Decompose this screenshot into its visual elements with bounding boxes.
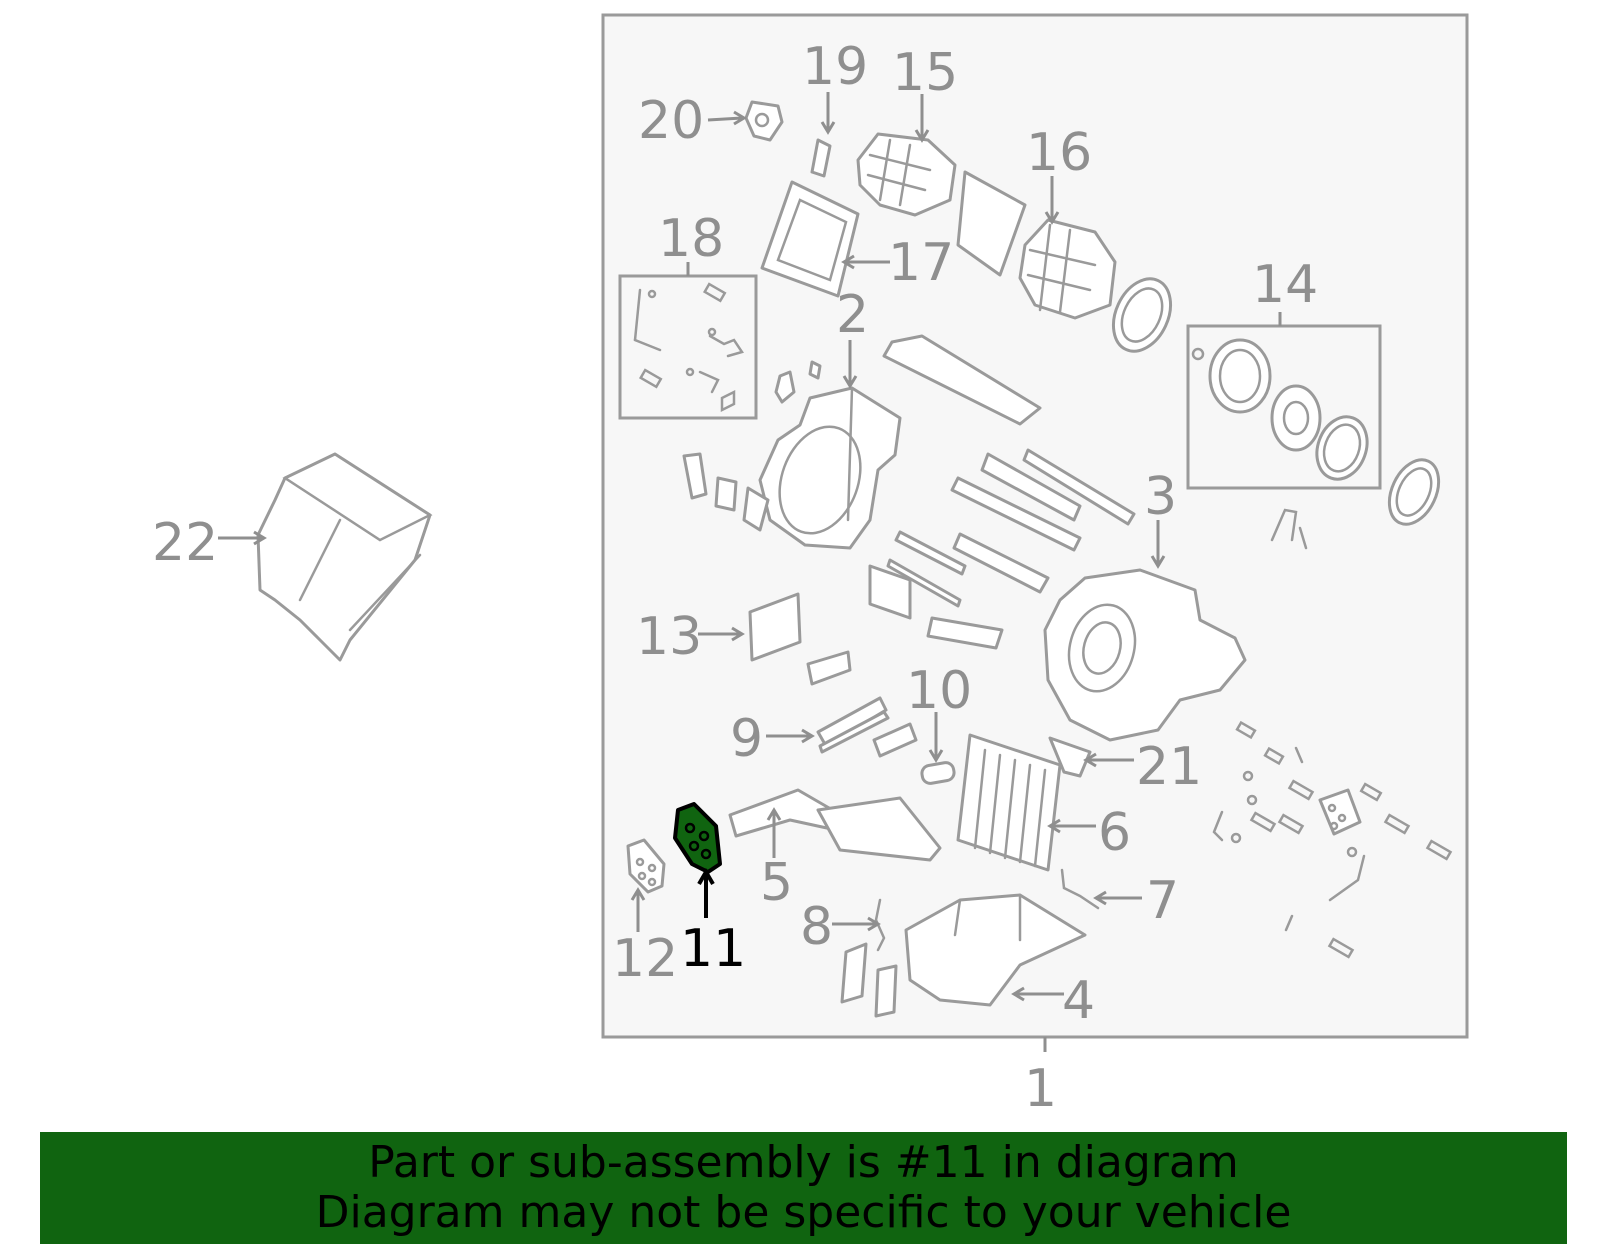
part-2-housing[interactable]	[758, 386, 902, 550]
callout-4[interactable]: 4	[1062, 971, 1095, 1031]
callout-6[interactable]: 6	[1098, 803, 1131, 863]
callout-2[interactable]: 2	[836, 285, 869, 345]
part-22-duct[interactable]	[256, 452, 433, 662]
callout-22[interactable]: 22	[152, 513, 218, 573]
part-8[interactable]	[840, 898, 898, 1018]
part-3-housing[interactable]	[1043, 568, 1247, 742]
banner-line-2: Diagram may not be specific to your vehi…	[315, 1187, 1292, 1238]
part-bracket-a[interactable]	[682, 452, 708, 500]
part-door-strips[interactable]	[980, 452, 1082, 522]
kit-18-parts[interactable]	[633, 282, 744, 413]
callout-15[interactable]: 15	[892, 43, 958, 103]
hardware-fasteners[interactable]	[1212, 720, 1453, 959]
callout-17[interactable]: 17	[888, 233, 954, 293]
part-4-case[interactable]	[904, 893, 1087, 1007]
part-small-cover[interactable]	[806, 650, 852, 686]
callout-3[interactable]: 3	[1144, 467, 1177, 527]
kit-box-14	[1186, 324, 1382, 490]
callout-8[interactable]: 8	[800, 897, 833, 957]
part-11-highlighted[interactable]	[673, 802, 722, 874]
callout-9[interactable]: 9	[730, 709, 763, 769]
part-6-heater-core[interactable]	[956, 733, 1062, 872]
callout-19[interactable]: 19	[802, 37, 868, 97]
callout-5[interactable]: 5	[760, 853, 793, 913]
part-ring-a[interactable]	[1102, 270, 1181, 361]
callout-12[interactable]: 12	[612, 929, 678, 989]
callout-14[interactable]: 14	[1252, 255, 1318, 315]
callout-16[interactable]: 16	[1026, 123, 1092, 183]
part-small-bracket[interactable]	[774, 370, 796, 404]
callout-arrow-11	[697, 868, 715, 918]
callout-18[interactable]: 18	[658, 209, 724, 269]
callout-arrows	[218, 92, 1166, 1002]
callout-20[interactable]: 20	[638, 91, 704, 151]
part-7[interactable]	[1060, 868, 1100, 910]
callout-labels: 1 2 3 4 5 6 7 8 9 10 11 12 13 14 15 16 1…	[152, 37, 1318, 1119]
part-12[interactable]	[626, 838, 666, 894]
callout-10[interactable]: 10	[906, 661, 972, 721]
info-banner: Part or sub-assembly is #11 in diagram D…	[40, 1132, 1567, 1244]
part-15[interactable]	[856, 132, 957, 217]
part-16[interactable]	[1018, 218, 1117, 320]
part-ring-b[interactable]	[1380, 452, 1449, 532]
part-13[interactable]	[748, 592, 802, 662]
callout-1[interactable]: 1	[1024, 1059, 1057, 1119]
callout-13[interactable]: 13	[636, 607, 702, 667]
part-flap[interactable]	[956, 170, 1027, 277]
part-10[interactable]	[920, 761, 956, 785]
banner-line-1: Part or sub-assembly is #11 in diagram	[368, 1137, 1239, 1188]
part-small-block[interactable]	[872, 722, 918, 758]
part-9-pipes[interactable]	[816, 696, 890, 754]
callout-7[interactable]: 7	[1146, 871, 1179, 931]
kit-14-blower[interactable]	[1191, 338, 1375, 486]
callout-11[interactable]: 11	[680, 919, 746, 979]
part-hose-clip[interactable]	[1270, 508, 1308, 550]
part-19[interactable]	[810, 138, 832, 178]
callout-21[interactable]: 21	[1136, 737, 1202, 797]
part-21[interactable]	[1048, 736, 1092, 778]
part-filter-panel[interactable]	[882, 334, 1042, 426]
part-17[interactable]	[760, 180, 860, 298]
part-5-evaporator[interactable]	[728, 788, 942, 862]
